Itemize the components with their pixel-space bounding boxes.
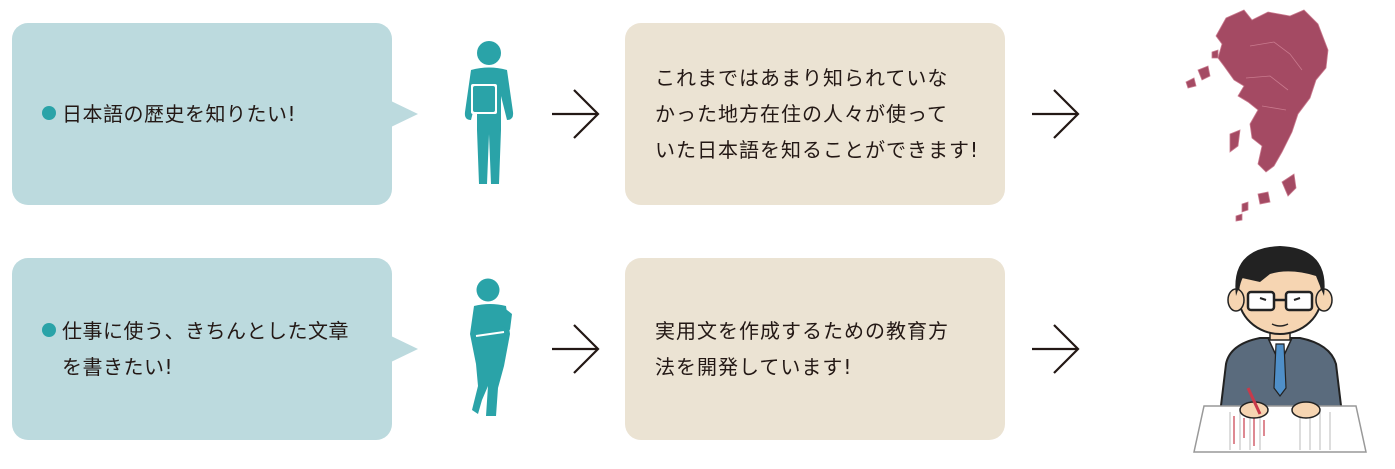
kyushu-map-icon [1185, 9, 1329, 222]
answer-text-line: かった地方在住の人々が使って [655, 102, 948, 126]
question-bubble-history: 日本語の歴史を知りたい! [12, 23, 418, 205]
person-reading-icon [464, 41, 514, 184]
arrow-right-icon [1032, 324, 1080, 374]
arrow-right-icon [1032, 89, 1080, 139]
answer-box-writing: 実用文を作成するための教育方 法を開発しています! [625, 258, 1005, 440]
question-text-writing: 仕事に使う、きちんとした文章 [42, 313, 376, 349]
businessman-writing-icon [1193, 246, 1367, 453]
arrow-right-icon [552, 324, 600, 374]
question-text-writing-cont: を書きたい! [62, 355, 174, 379]
answer-text-line: 実用文を作成するための教育方 [655, 319, 949, 343]
answer-text-line: 法を開発しています! [655, 355, 853, 379]
question-bubble-writing: 仕事に使う、きちんとした文章 を書きたい! [12, 258, 418, 440]
answer-box-history: これまではあまり知られていな かった地方在住の人々が使って いた日本語を知ること… [625, 23, 1005, 205]
person-thinking-icon [470, 278, 512, 416]
question-text-history: 日本語の歴史を知りたい! [42, 96, 376, 132]
answer-text-line: これまではあまり知られていな [655, 66, 949, 90]
answer-text-line: いた日本語を知ることができます! [655, 138, 980, 162]
bubble-tail [391, 336, 418, 362]
arrow-right-icon [552, 89, 600, 139]
bubble-tail [391, 101, 418, 127]
